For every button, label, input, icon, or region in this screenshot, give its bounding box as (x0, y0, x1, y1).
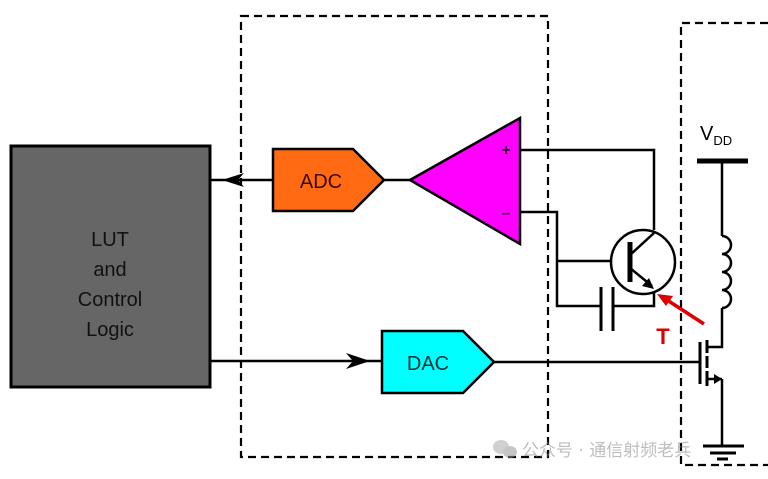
vdd-label: VDD (700, 123, 732, 148)
watermark-text: 公众号 · 通信射频老兵 (522, 441, 691, 461)
temp-sensor-label: T (656, 324, 670, 349)
dac-label: DAC (407, 353, 449, 375)
emitter-wire (613, 290, 656, 308)
temp-sensor-arrow (663, 296, 705, 326)
adc-label: ADC (300, 171, 342, 193)
pa-boundary (679, 21, 768, 467)
plus-input-wire (520, 148, 656, 230)
inductor-icon (721, 234, 733, 310)
opamp-plus-label: + (501, 142, 510, 159)
adc-block (271, 147, 386, 213)
lut-label-line-2: and (93, 259, 126, 281)
opamp-minus-label: – (502, 205, 511, 222)
lut-label-line-1: LUT (91, 229, 129, 251)
mosfet-transistor-icon (698, 340, 722, 386)
watermark: 公众号 · 通信射频老兵 (493, 440, 691, 461)
bjt-transistor-icon (609, 228, 677, 296)
ground-icon (703, 444, 744, 461)
lut-label-line-3: Control (78, 289, 142, 311)
lut-label-line-4: Logic (86, 319, 134, 341)
arrow-left-icon (222, 173, 244, 187)
arrow-head-icon (657, 294, 673, 306)
opamp (407, 115, 522, 247)
minus-input-wire (520, 210, 601, 308)
drain-wire (708, 308, 724, 349)
arrow-right-icon (346, 353, 370, 369)
lut-control-logic-block (9, 144, 212, 389)
wechat-icon (493, 440, 517, 458)
mixed-signal-boundary (239, 14, 550, 459)
dac-block (380, 329, 496, 395)
